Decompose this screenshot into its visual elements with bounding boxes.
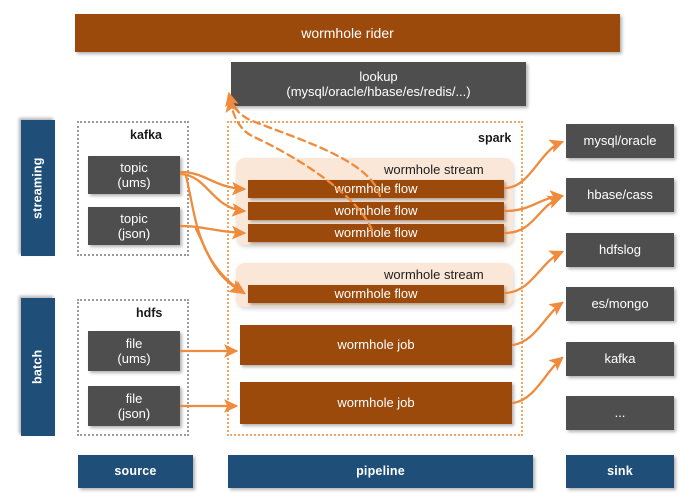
sink-item-ellipsis: ... bbox=[566, 396, 674, 430]
source-group-hdfs bbox=[77, 299, 189, 436]
source-item-line-2: (json) bbox=[117, 406, 151, 421]
mode-bar-batch: batch bbox=[21, 298, 55, 436]
sink-item-hdfslog: hdfslog bbox=[566, 233, 674, 267]
wormhole-flow-3: wormhole flow bbox=[248, 224, 504, 242]
source-item-line-1: file bbox=[125, 390, 143, 406]
sink-item-hbase-cass: hbase/cass bbox=[566, 178, 674, 212]
lookup-box: lookup (mysql/oracle/hbase/es/redis/...) bbox=[231, 62, 526, 106]
sink-item-kafka: kafka bbox=[566, 342, 674, 376]
sink-item-mysql-oracle: mysql/oracle bbox=[566, 124, 674, 158]
wormhole-stream-label-2: wormhole stream bbox=[384, 267, 484, 282]
bottom-bar-source: source bbox=[78, 455, 193, 488]
source-item-topic-json: topic (json) bbox=[88, 207, 180, 245]
wormhole-job-2: wormhole job bbox=[240, 382, 512, 424]
wormhole-job-1: wormhole job bbox=[240, 325, 512, 365]
sink-item-es-mongo: es/mongo bbox=[566, 287, 674, 321]
source-item-file-ums: file (ums) bbox=[88, 331, 180, 371]
wormhole-flow-2: wormhole flow bbox=[248, 202, 504, 220]
bottom-bar-pipeline: pipeline bbox=[228, 455, 533, 488]
source-item-line-1: topic bbox=[120, 210, 148, 226]
lookup-line-1: lookup bbox=[359, 68, 398, 84]
wormhole-flow-1: wormhole flow bbox=[248, 180, 504, 198]
source-item-line-2: (ums) bbox=[117, 351, 151, 366]
source-item-line-1: topic bbox=[120, 159, 148, 175]
source-item-line-2: (ums) bbox=[117, 175, 151, 190]
source-item-line-1: file bbox=[125, 335, 143, 351]
bottom-bar-sink: sink bbox=[566, 455, 674, 488]
source-group-hdfs-label: hdfs bbox=[136, 306, 163, 320]
source-item-file-json: file (json) bbox=[88, 386, 180, 426]
wormhole-stream-label-1: wormhole stream bbox=[384, 162, 484, 177]
source-group-kafka-label: kafka bbox=[130, 128, 162, 142]
source-item-line-2: (json) bbox=[117, 226, 151, 241]
source-item-topic-ums: topic (ums) bbox=[88, 156, 180, 194]
mode-bar-streaming: streaming bbox=[21, 120, 55, 256]
wormhole-flow-4: wormhole flow bbox=[248, 285, 504, 303]
wormhole-rider-banner: wormhole rider bbox=[75, 14, 620, 52]
lookup-line-2: (mysql/oracle/hbase/es/redis/...) bbox=[286, 84, 471, 99]
pipeline-group-spark-label: spark bbox=[478, 131, 512, 145]
